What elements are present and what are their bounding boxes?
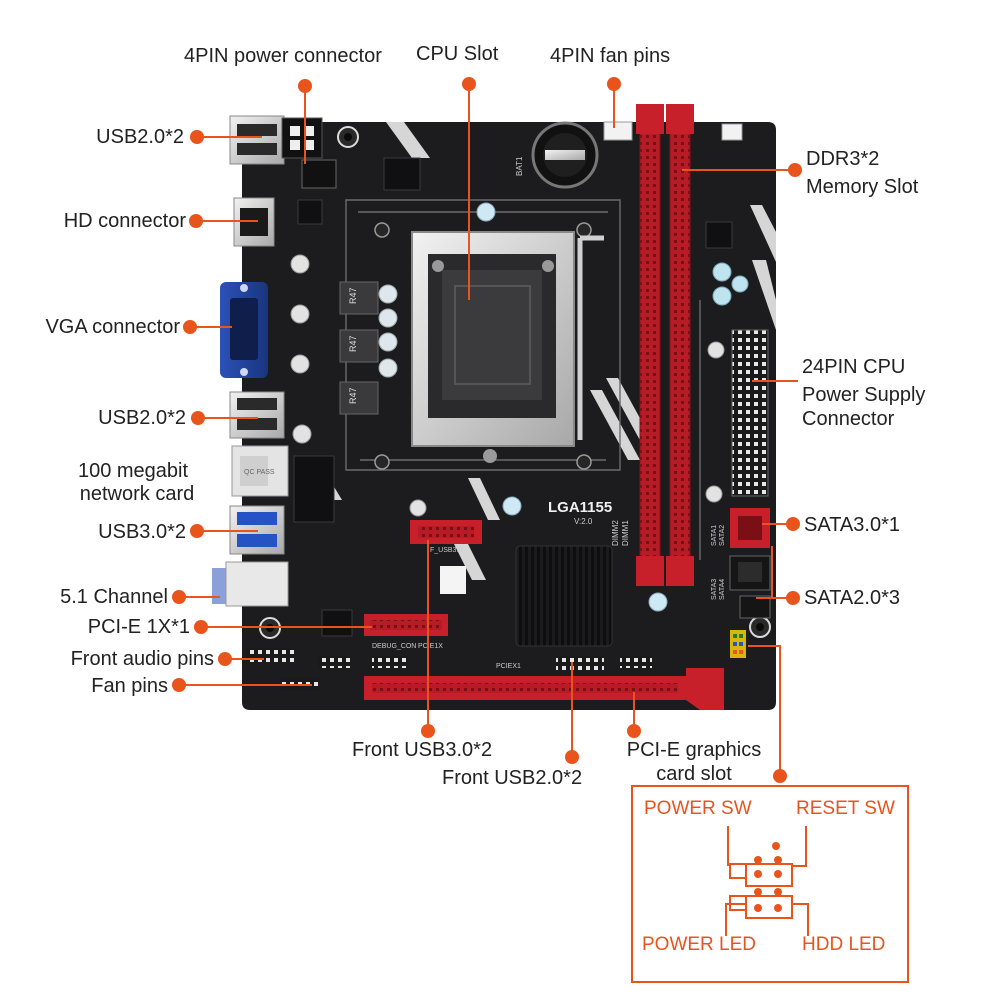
qc-sticker	[440, 566, 466, 594]
pinout-diagram	[725, 826, 809, 936]
atx-24pin-connector	[731, 329, 769, 497]
mounting-hole	[749, 616, 771, 638]
label-power-led: POWER LED	[642, 934, 757, 955]
ddr3-slot	[666, 104, 694, 586]
board-traces	[345, 199, 701, 560]
f-usb-label: F_USB3.0	[430, 547, 462, 554]
label-cpu-slot: CPU Slot	[416, 43, 499, 65]
label-atx-line2: Power Supply	[802, 384, 926, 406]
choke-label: R47	[348, 335, 358, 352]
fan-header-4pin	[603, 121, 743, 141]
debug-label: DEBUG_CON	[372, 643, 416, 650]
pin-header	[246, 648, 652, 690]
label-vga-connector: VGA connector	[45, 316, 180, 338]
label-power-sw: POWER SW	[644, 798, 752, 819]
dimm-label: DIMM2	[611, 520, 620, 546]
label-atx-line3: Connector	[802, 408, 895, 430]
chipset-heatsink	[515, 545, 613, 647]
label-4pin-power: 4PIN power connector	[184, 45, 382, 67]
label-front-usb2: Front USB2.0*2	[442, 767, 583, 789]
label-front-usb3: Front USB3.0*2	[352, 739, 493, 761]
leader-dots	[172, 77, 802, 783]
sata-label: SATA2	[719, 525, 726, 546]
mounting-hole	[337, 126, 359, 148]
label-pcie-1x: PCI-E 1X*1	[87, 616, 190, 638]
front-panel-detail-box	[631, 785, 909, 983]
chip	[293, 157, 733, 637]
audio-jack	[212, 561, 289, 607]
qc-label: QC PASS	[244, 469, 275, 476]
label-fan-pins: Fan pins	[91, 675, 168, 697]
pcie-x1-slot	[364, 614, 448, 636]
label-usb2-mid: USB2.0*2	[98, 407, 186, 429]
label-hd-connector: HD connector	[63, 210, 186, 232]
cpu-socket	[411, 231, 604, 463]
vrm-choke	[339, 281, 379, 415]
usb2-port-top	[229, 115, 285, 165]
label-usb2-top: USB2.0*2	[96, 126, 184, 148]
sata2-port	[729, 555, 771, 619]
vga-port	[220, 282, 268, 378]
label-usb3: USB3.0*2	[98, 521, 186, 543]
leader-lines	[180, 86, 798, 776]
label-network-line1: 100 megabit	[77, 460, 189, 482]
pcie16-label: PCIEX1	[496, 663, 521, 670]
ddr3-slot	[636, 104, 664, 586]
label-network-line2: network card	[79, 483, 195, 505]
label-front-audio: Front audio pins	[70, 648, 214, 670]
label-ddr-line1: DDR3*2	[806, 148, 880, 170]
usb2-port-mid	[229, 391, 285, 439]
label-sata2: SATA2.0*3	[804, 587, 900, 609]
label-4pin-fan: 4PIN fan pins	[550, 45, 671, 67]
label-pcie-gfx-line1: PCI-E graphics	[626, 739, 762, 761]
choke-label: R47	[348, 287, 358, 304]
label-51-channel: 5.1 Channel	[60, 586, 168, 608]
front-panel-header	[730, 630, 746, 658]
capacitor	[290, 202, 749, 612]
lan-port	[231, 445, 289, 497]
choke-label: R47	[348, 387, 358, 404]
front-usb3-header	[410, 520, 482, 544]
label-ddr-line2: Memory Slot	[806, 176, 919, 198]
pcie1x-label: PCIE1X	[418, 643, 443, 650]
cpu-power-4pin	[281, 117, 337, 189]
pcie-x16-slot	[364, 668, 724, 710]
dimm-label: DIMM1	[621, 520, 630, 546]
label-pcie-gfx-line2: card slot	[656, 763, 732, 785]
sata-label: SATA3	[711, 579, 718, 600]
battery-label: BAT1	[515, 156, 524, 176]
mounting-hole	[374, 222, 592, 470]
label-reset-sw: RESET SW	[796, 798, 895, 819]
label-sata3: SATA3.0*1	[804, 514, 900, 536]
label-atx-line1: 24PIN CPU	[802, 356, 906, 378]
board-version: V:2.0	[574, 517, 593, 526]
sata3-port	[730, 508, 770, 548]
socket-model: LGA1155	[548, 499, 612, 516]
cmos-battery	[531, 121, 599, 189]
sata-label: SATA4	[719, 579, 726, 600]
label-hdd-led: HDD LED	[802, 934, 886, 955]
sata-label: SATA1	[711, 525, 718, 546]
